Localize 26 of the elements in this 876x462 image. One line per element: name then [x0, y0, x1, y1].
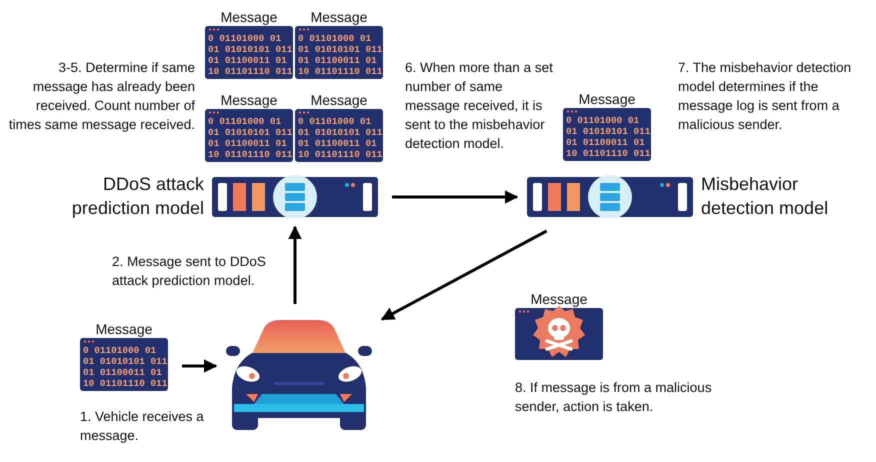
arrow: [392, 190, 518, 204]
arrow: [182, 359, 218, 373]
step-note: 3-5. Determine if same message has already been received. Count number of times same message received.: [8, 59, 195, 134]
arrow: [288, 226, 302, 304]
message-label: Message: [220, 8, 278, 26]
car-drawing: [226, 318, 372, 430]
message-label: Message: [530, 290, 588, 308]
binary-code-screen: 0 01101000 01 01 01010101 011 01 01100011 01 10 01101110 011: [205, 109, 293, 162]
binary-code-screen: 0 01101000 01 01 01010101 011 01 01100011 01 10 01101110 011: [295, 109, 383, 162]
step-note: 8. If message is from a malicious sender, action is taken.: [515, 379, 713, 416]
message-label: Message: [96, 320, 152, 338]
binary-code-screen: 0 01101000 01 01 01010101 011 01 01100011 01 10 01101110 011: [563, 108, 651, 161]
message-label: Message: [220, 91, 278, 109]
model-label: Misbehavior detection model: [701, 173, 830, 220]
message-label: Message: [310, 91, 368, 109]
binary-code-screen: 0 01101000 01 01 01010101 011 01 01100011 01 10 01101110 011: [205, 26, 293, 79]
step-note: 1. Vehicle receives a message.: [80, 408, 205, 445]
model-label: DDoS attack prediction model: [70, 173, 204, 220]
binary-code-screen: 0 01101000 01 01 01010101 011 01 01100011 01 10 01101110 011: [80, 338, 168, 391]
message-label: Message: [310, 8, 368, 26]
step-note: 7. The misbehavior detection model determines if the message log is sent from a malicious sender.: [678, 59, 852, 134]
step-note: 6. When more than a set number of same message received, it is sent to the misbehavior detection model.: [405, 59, 554, 153]
step-note: 2. Message sent to DDoS attack prediction model.: [112, 253, 267, 290]
arrow: [380, 230, 548, 321]
message-label: Message: [578, 90, 636, 108]
binary-code-screen: 0 01101000 01 01 01010101 011 01 01100011 01 10 01101110 011: [295, 26, 383, 79]
